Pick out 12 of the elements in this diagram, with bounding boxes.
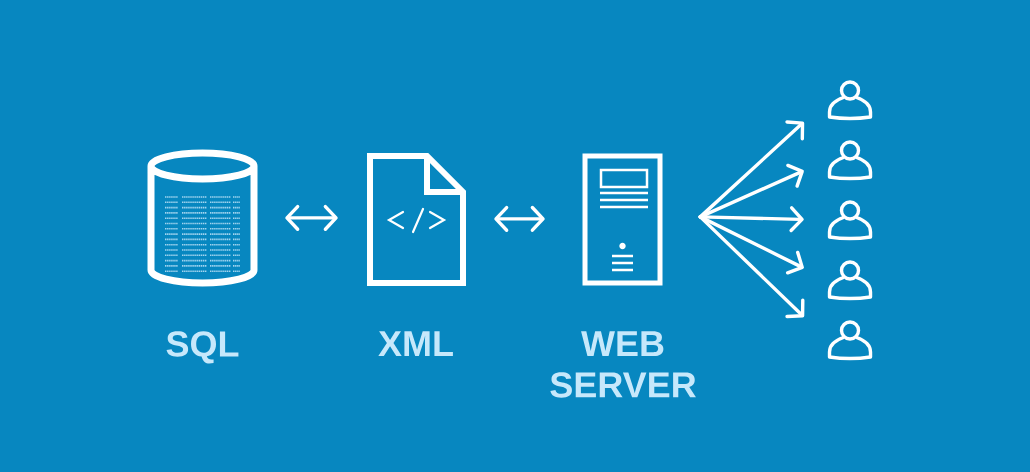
node-label: XML [378,331,453,357]
arrow [698,206,804,233]
person-icon [827,260,873,301]
double-arrow [494,205,545,232]
person-icon [827,80,873,121]
person-icon [827,200,873,241]
person-icon [827,320,873,361]
arrow [698,215,805,319]
node-label: SQL [166,331,239,364]
person-icon [827,140,873,181]
double-arrow [285,204,338,231]
node-label: WEB SERVER [550,331,696,398]
